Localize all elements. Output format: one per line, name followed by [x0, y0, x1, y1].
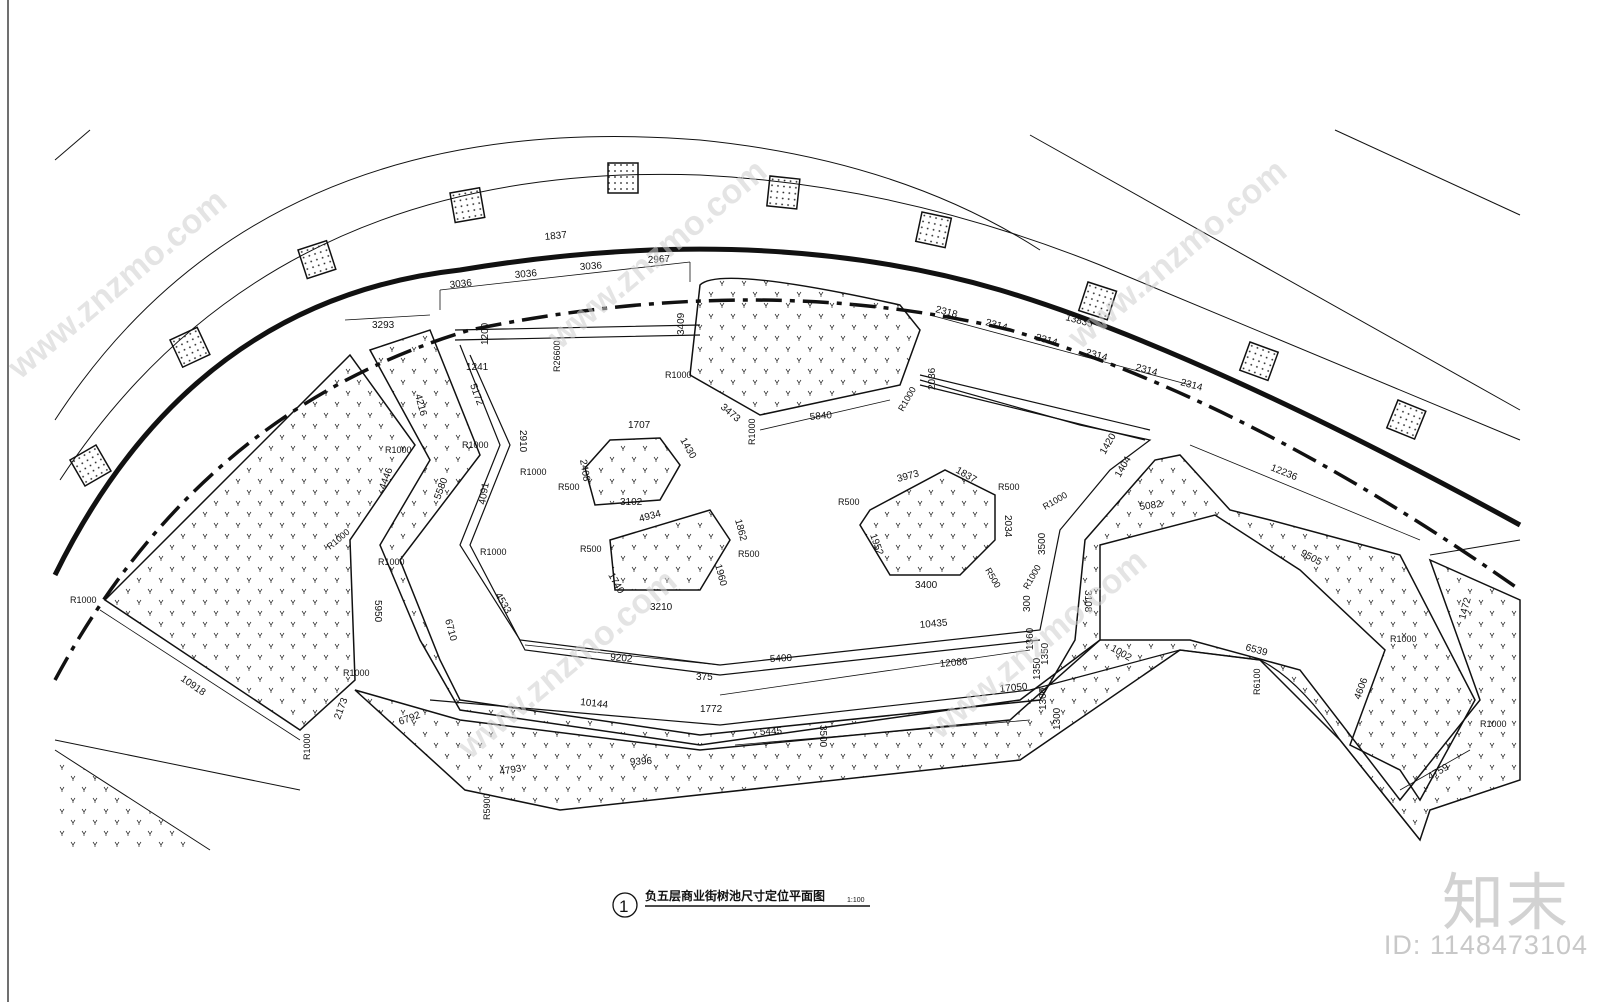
- dim-label: 3409: [676, 312, 687, 335]
- dim-label: 1200: [480, 322, 491, 345]
- dim-label: 1707: [628, 420, 651, 431]
- dim-label: 6710: [442, 618, 458, 643]
- dim-label: 3500: [817, 725, 828, 748]
- radius-label: R1000: [1021, 563, 1043, 591]
- radius-label: R1000: [665, 370, 692, 380]
- dim-label: 12236: [1269, 463, 1299, 484]
- dim-label: 1772: [700, 704, 723, 715]
- dim-label: 3102: [620, 497, 643, 508]
- dim-label: 2408: [577, 459, 592, 483]
- dim-label: 17050: [999, 682, 1028, 695]
- dim-label: 1960: [712, 563, 728, 588]
- dim-label: 5400: [770, 653, 793, 665]
- brand-watermark: 知末: [1441, 866, 1570, 939]
- dim-label: 1360: [1025, 627, 1036, 650]
- radius-label: R1000: [302, 733, 312, 760]
- radius-label: R500: [580, 544, 602, 554]
- radius-label: R1000: [747, 418, 757, 445]
- dim-label: 1430: [677, 436, 698, 461]
- dim-label: 2314: [984, 317, 1009, 333]
- radius-label: R1000: [462, 440, 489, 450]
- dim-label: 1837: [544, 230, 568, 243]
- dimension-lines: [99, 261, 1471, 791]
- dim-label: 1241: [466, 362, 489, 373]
- planting-islands: [584, 437, 996, 591]
- dim-label: 2036: [927, 367, 938, 390]
- drawing-title-block: 1 负五层商业街树池尺寸定位平面图 1:100: [612, 888, 870, 918]
- dim-label: 3036: [579, 260, 602, 273]
- watermark-text: www.znzmo.com: [1060, 152, 1294, 357]
- property-line: [52, 246, 1522, 577]
- radius-label: R1000: [520, 467, 547, 477]
- radius-label: R500: [558, 482, 580, 492]
- radius-label: R1000: [1390, 634, 1417, 644]
- dim-label: 300: [1022, 595, 1033, 612]
- dim-label: 3473: [718, 402, 742, 425]
- tree-grates: [68, 162, 1427, 488]
- dim-label: 3108: [1082, 590, 1093, 613]
- radius-label: R1000: [1041, 490, 1069, 512]
- dim-label: 5172: [467, 382, 485, 407]
- radius-label: R1000: [896, 385, 918, 413]
- radius-label: R1000: [480, 547, 507, 557]
- road-edges: [54, 129, 1521, 851]
- radius-label: R5900: [482, 793, 492, 820]
- radius-label: R500: [998, 482, 1020, 492]
- dim-label: 5950: [372, 600, 383, 623]
- dim-label: 12086: [939, 657, 968, 670]
- radius-label: R1000: [385, 445, 412, 455]
- dim-label: 1300: [1052, 707, 1063, 730]
- radius-label: R1000: [378, 557, 405, 567]
- drawing-scale: 1:100: [847, 897, 865, 904]
- dim-label: 1350: [1032, 657, 1043, 680]
- dim-label: 5840: [809, 410, 833, 423]
- dim-label: 1420: [1098, 431, 1119, 456]
- radius-label: R500: [838, 497, 860, 507]
- index-number: 1: [619, 897, 628, 916]
- dim-label: 3500: [1037, 532, 1048, 555]
- dim-label: 3293: [372, 320, 395, 331]
- dim-label: 9396: [630, 756, 653, 768]
- dim-label: 3400: [915, 580, 938, 591]
- dim-label: 10144: [580, 697, 609, 711]
- dim-label: 3973: [896, 468, 921, 484]
- dim-label: 1350: [1040, 642, 1051, 665]
- dim-label: 1300: [1038, 687, 1049, 710]
- dim-label: 2314: [1179, 377, 1204, 393]
- dim-label: 2967: [648, 254, 671, 266]
- radius-label: R1000: [1480, 719, 1507, 729]
- dim-label: 2910: [517, 430, 528, 453]
- radius-label: R1000: [70, 595, 97, 605]
- dim-label: 3036: [449, 278, 473, 291]
- radius-label: R500: [983, 566, 1002, 590]
- dim-label: 3210: [650, 602, 673, 613]
- dim-label: 4533: [492, 591, 513, 616]
- radius-label: R500: [738, 549, 760, 559]
- dim-label: R26600: [552, 340, 562, 372]
- planting-beds: [55, 277, 1521, 850]
- drawing-title: 负五层商业街树池尺寸定位平面图: [645, 888, 825, 903]
- dim-label: 4091: [477, 481, 492, 505]
- dim-label: 9202: [610, 652, 634, 665]
- dim-label: 1404: [1113, 454, 1134, 479]
- curb-outlines: [429, 324, 1421, 841]
- dim-label: 5082: [1139, 499, 1163, 513]
- dim-label: 5445: [760, 726, 783, 738]
- dim-label: 4934: [638, 508, 663, 524]
- dim-label: 2173: [332, 696, 350, 721]
- dim-label: 2034: [1002, 515, 1013, 538]
- dim-label: 375: [696, 672, 713, 683]
- index-circle: [612, 892, 638, 918]
- dim-label: 10435: [919, 618, 948, 631]
- dim-label: 4793: [499, 763, 523, 778]
- image-id-label: ID: 1148473104: [1383, 930, 1588, 960]
- radius-label: R1000: [343, 668, 370, 678]
- dim-label: 1862: [732, 518, 748, 543]
- radius-label: R6100: [1252, 668, 1262, 695]
- dim-label: 3036: [514, 268, 538, 281]
